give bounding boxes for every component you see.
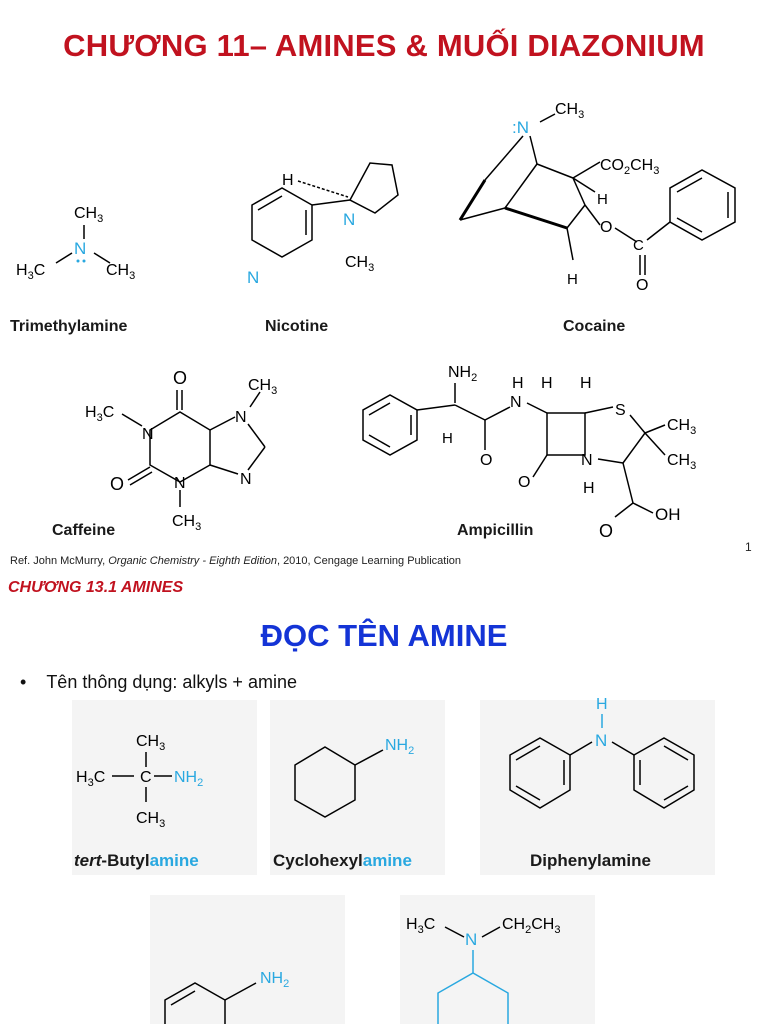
- svg-text:CH3: CH3: [667, 417, 696, 437]
- label-trimethylamine: Trimethylamine: [10, 318, 128, 335]
- svg-text:O: O: [110, 474, 124, 494]
- svg-text:OH: OH: [655, 505, 681, 524]
- caffeine-structure: O N H3C O N CH3 N CH3 N: [85, 368, 277, 532]
- svg-text:CH3: CH3: [106, 262, 135, 282]
- svg-text:H3C: H3C: [85, 404, 114, 424]
- svg-text:C: C: [633, 237, 644, 254]
- svg-text:N: N: [235, 409, 247, 426]
- svg-text:H3C: H3C: [16, 262, 45, 282]
- svg-text:N: N: [343, 210, 355, 229]
- svg-text:CH3: CH3: [248, 377, 277, 397]
- svg-text:H: H: [597, 191, 608, 208]
- svg-text:N: N: [595, 731, 607, 750]
- svg-text:NH2: NH2: [260, 970, 289, 990]
- svg-text:H: H: [442, 430, 453, 447]
- svg-text:CH3: CH3: [136, 733, 165, 753]
- label-cyclohexylamine: Cyclohexylamine: [273, 851, 412, 870]
- svg-text:S: S: [615, 402, 626, 419]
- svg-text:H: H: [567, 271, 578, 288]
- trimethylamine-structure: CH3 N H3C CH3: [16, 205, 135, 282]
- cyclohexylamine-structure: NH2: [294, 737, 414, 818]
- dimethylcyclohexylamine-panel: [400, 895, 595, 1024]
- svg-text:O: O: [636, 277, 648, 294]
- svg-text:H3C: H3C: [76, 769, 105, 789]
- svg-text:N: N: [174, 475, 186, 492]
- svg-text:CH3: CH3: [136, 810, 165, 830]
- svg-text:N: N: [247, 268, 259, 287]
- svg-text:O: O: [518, 474, 530, 491]
- svg-text:CH2CH3: CH2CH3: [502, 916, 560, 936]
- svg-text:N: N: [581, 452, 593, 469]
- nicotine-structure: N H N CH3: [247, 162, 399, 287]
- svg-text:CH3: CH3: [74, 205, 103, 225]
- page-number: 1: [745, 540, 752, 554]
- svg-text:O: O: [600, 219, 612, 236]
- svg-text:NH2: NH2: [385, 737, 414, 757]
- svg-text:O: O: [480, 452, 492, 469]
- svg-text:NH2: NH2: [448, 364, 477, 384]
- cocaine-structure: :N CH3 CO2CH3 H O H C O: [458, 101, 736, 294]
- svg-text:N: N: [142, 426, 154, 443]
- bullet-item: • Tên thông dụng: alkyls + amine: [20, 672, 297, 692]
- dimethylcyclohexylamine-structure: H3C N CH2CH3: [406, 916, 560, 1024]
- svg-text:C: C: [140, 769, 152, 786]
- svg-text:H: H: [580, 375, 592, 392]
- svg-text::N: :N: [512, 118, 529, 137]
- svg-text:CH3: CH3: [667, 452, 696, 472]
- svg-text:H: H: [512, 375, 524, 392]
- label-tert-butylamine: tert-Butylamine: [74, 851, 199, 870]
- tert-butylamine-panel: [72, 700, 257, 875]
- label-nicotine: Nicotine: [265, 318, 329, 335]
- svg-text:CH3: CH3: [345, 254, 374, 274]
- svg-text:H3C: H3C: [406, 916, 435, 936]
- tert-butylamine-structure: CH3 H3C C NH2 CH3: [76, 733, 203, 830]
- svg-text:O: O: [173, 368, 187, 388]
- ampicillin-structure: NH2 H O N H H H O N S CH3 CH3 H O OH: [362, 364, 696, 541]
- svg-text:CH3: CH3: [172, 513, 201, 532]
- label-diphenylamine: Diphenylamine: [530, 851, 651, 870]
- svg-text:N: N: [510, 394, 522, 411]
- slide-title: CHƯƠNG 11– AMINES & MUỐI DIAZONIUM: [63, 28, 705, 63]
- svg-text:H: H: [596, 696, 608, 713]
- svg-text:N: N: [465, 930, 477, 949]
- svg-text:N: N: [74, 239, 86, 258]
- label-caffeine: Caffeine: [52, 522, 116, 539]
- section-label: CHƯƠNG 13.1 AMINES: [8, 579, 184, 596]
- svg-text:H: H: [282, 172, 294, 189]
- svg-text:CO2CH3: CO2CH3: [600, 157, 659, 177]
- label-ampicillin: Ampicillin: [457, 522, 534, 539]
- cyclohexylamine-panel: [270, 700, 445, 875]
- svg-text:N: N: [240, 471, 252, 488]
- svg-text:CH3: CH3: [555, 101, 584, 121]
- aniline-structure: NH2: [164, 970, 289, 1024]
- reference-note: Ref. John McMurry, Organic Chemistry - E…: [10, 555, 462, 567]
- svg-text:H: H: [541, 375, 553, 392]
- svg-text:NH2: NH2: [174, 769, 203, 789]
- svg-text:O: O: [599, 521, 613, 541]
- svg-text:H: H: [583, 480, 595, 497]
- diphenylamine-structure: H N: [509, 696, 695, 809]
- label-cocaine: Cocaine: [563, 318, 626, 335]
- aniline-panel: [150, 895, 345, 1024]
- section-title: ĐỌC TÊN AMINE: [260, 618, 508, 653]
